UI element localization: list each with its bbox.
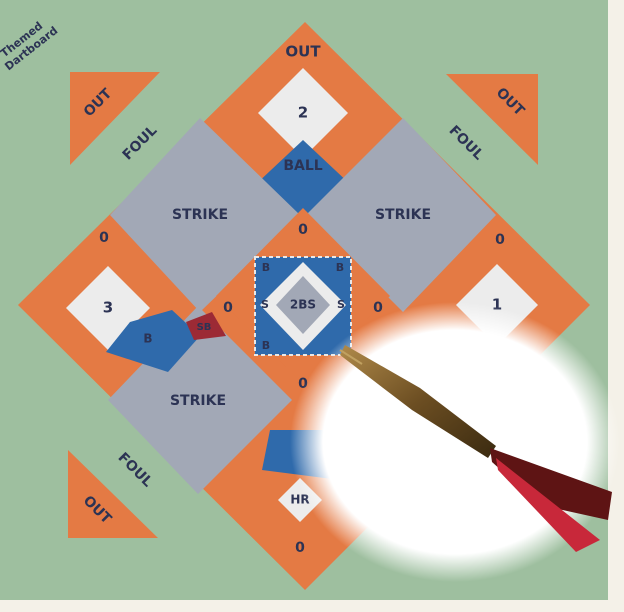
third-base-label: 3 — [103, 299, 113, 317]
center-b-top-right: B — [336, 261, 344, 274]
strike-label-bottom-left: STRIKE — [170, 393, 226, 409]
left-sb-label: SB — [197, 322, 212, 333]
bottom-margin — [0, 600, 624, 612]
right-margin — [608, 0, 624, 612]
center-s-left: S — [261, 298, 269, 311]
bottom-zero-label: 0 — [295, 540, 305, 556]
center-s-right: S — [337, 298, 345, 311]
right-zero-label: 0 — [495, 232, 505, 248]
left-b-label: B — [143, 332, 152, 346]
left-zero-label: 0 — [99, 230, 109, 246]
center-b-bottom-left: B — [262, 339, 270, 352]
second-base-label: 2 — [298, 104, 308, 122]
center-b-top-left: B — [262, 261, 270, 274]
center-zero-right: 0 — [373, 300, 383, 316]
bulls-eye-label: 2BS — [290, 298, 316, 312]
strike-label-top-left: STRIKE — [172, 207, 228, 223]
top-out-label: OUT — [285, 43, 321, 61]
center-zero-top: 0 — [298, 222, 308, 238]
center-zero-left: 0 — [223, 300, 233, 316]
strike-label-top-right: STRIKE — [375, 207, 431, 223]
ball-label: BALL — [283, 158, 322, 174]
